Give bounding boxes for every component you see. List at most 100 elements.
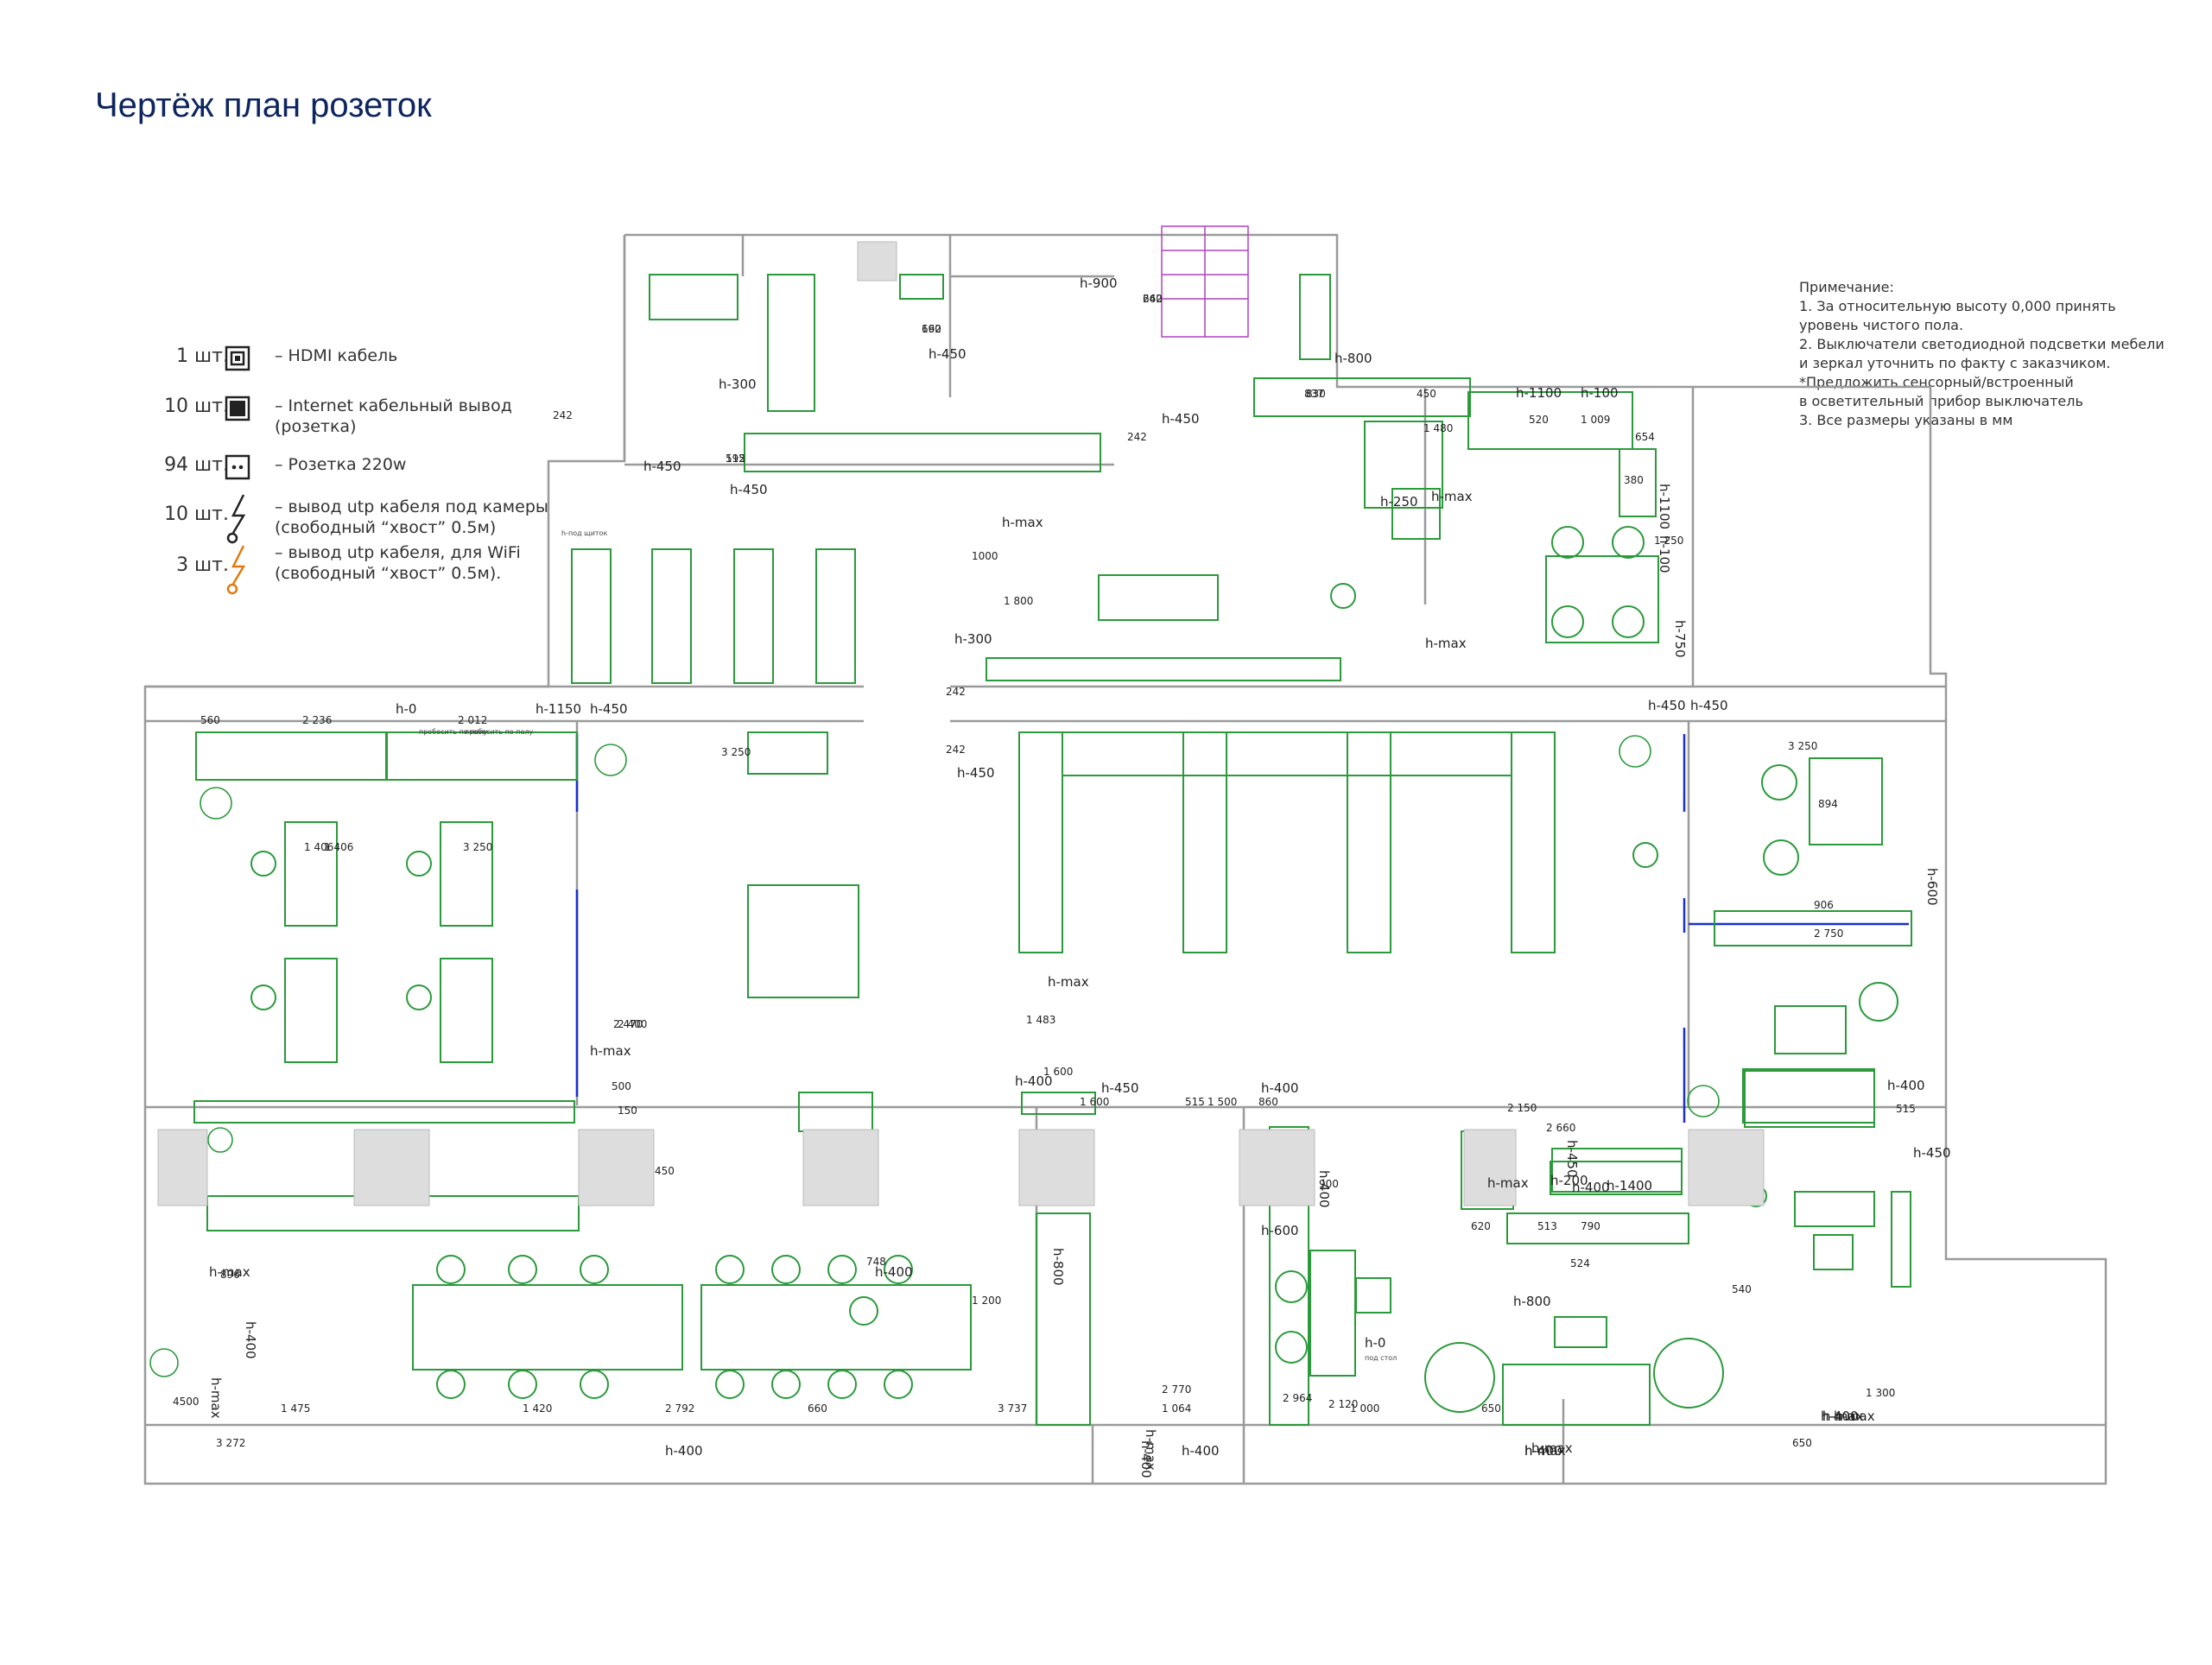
legend-desc: – Internet кабельный вывод (розетка) xyxy=(275,396,512,436)
height-mark: h-800 xyxy=(1513,1294,1551,1309)
height-mark: h-450 xyxy=(957,765,995,781)
dimension-value: 2 150 xyxy=(1507,1102,1537,1114)
dimension-value: 1 600 xyxy=(1080,1096,1109,1108)
dimension-value: 654 xyxy=(1635,431,1655,443)
dimension-value: 2 012 xyxy=(458,714,487,726)
height-mark: h-450 xyxy=(1913,1145,1951,1161)
dimension-value: 192 xyxy=(922,323,941,335)
dimension-value: 1 500 xyxy=(1207,1096,1237,1108)
dimension-value: 1 600 xyxy=(1043,1066,1073,1078)
height-mark-rotated: h-400 xyxy=(1316,1170,1332,1208)
plan-note: пробесить по полу xyxy=(419,728,487,736)
height-mark: h-max xyxy=(1425,636,1467,651)
dimension-value: 540 xyxy=(1732,1283,1752,1295)
height-mark: h-max xyxy=(590,1043,631,1059)
height-mark: h-400 xyxy=(1015,1073,1053,1089)
dimension-value: 2 964 xyxy=(1283,1392,1312,1404)
height-mark-rotated: h-400 xyxy=(243,1321,258,1359)
power-socket-icon xyxy=(225,454,250,480)
internet-socket-icon xyxy=(225,396,250,421)
notes-line: в осветительный прибор выключатель xyxy=(1799,393,2083,409)
dimension-value: 1000 xyxy=(972,550,998,562)
height-mark: h-450 xyxy=(643,459,681,474)
dimension-value: 660 xyxy=(1143,293,1163,305)
dimension-value: 1 483 xyxy=(1026,1014,1055,1026)
dimension-value: 4500 xyxy=(173,1396,200,1408)
dimension-value: 894 xyxy=(1818,798,1838,810)
height-mark: h-450 xyxy=(1690,698,1728,713)
height-mark: h-800 xyxy=(1334,351,1372,366)
dimension-value: 2 236 xyxy=(302,714,332,726)
notes-line: 1. За относительную высоту 0,000 принять xyxy=(1799,298,2116,314)
dimension-labels: h-900 h-800 h-1100 h-100 h-300 h-450 h-450 h-45… xyxy=(173,275,1951,1478)
notes-line: 2. Выключатели светодиодной подсветки ме… xyxy=(1799,336,2164,352)
height-mark: h-450 xyxy=(590,701,628,717)
height-mark: h-900 xyxy=(1080,275,1118,291)
height-mark: h-1150 xyxy=(536,701,581,717)
height-mark: h-max xyxy=(1048,974,1089,990)
plan-note: пробесить по полу xyxy=(465,728,533,736)
height-mark: h-450 xyxy=(1162,411,1200,427)
dimension-value: 1 000 xyxy=(1350,1402,1379,1415)
dimension-value: 242 xyxy=(1127,431,1147,443)
staircase xyxy=(1161,225,1249,338)
height-mark: h-max xyxy=(1524,1443,1566,1459)
walls xyxy=(143,233,2107,1485)
height-mark: h-400 xyxy=(665,1443,703,1459)
height-mark-rotated: h-600 xyxy=(1924,868,1940,906)
height-mark-rotated: h-450 xyxy=(1564,1140,1580,1178)
height-mark: h-200 xyxy=(1550,1173,1588,1188)
dimension-value: 520 xyxy=(1529,414,1549,426)
height-mark: h-max xyxy=(1431,489,1473,504)
dimension-value: 2 750 xyxy=(1814,927,1843,940)
height-mark: h-0 xyxy=(396,701,416,717)
dimension-value: 1 420 xyxy=(523,1402,552,1415)
dimension-value: 515 xyxy=(1896,1103,1916,1115)
dimension-value: 3 250 xyxy=(1788,740,1817,752)
dimension-value: 3 737 xyxy=(998,1402,1027,1415)
dimension-value: 3 250 xyxy=(463,841,492,853)
height-mark: h-0 xyxy=(1365,1335,1385,1351)
height-mark: h-250 xyxy=(1380,494,1418,510)
height-mark-rotated: h-1100 xyxy=(1657,484,1672,529)
height-mark: h-400 xyxy=(1887,1078,1925,1093)
legend-desc: – вывод utp кабеля под камеры (свободный… xyxy=(275,497,548,537)
dimension-value: 790 xyxy=(1581,1220,1600,1232)
hdmi-icon xyxy=(225,345,250,371)
height-mark: h-400 xyxy=(875,1264,913,1280)
height-mark: h-max xyxy=(1002,515,1043,530)
dimension-value: 524 xyxy=(1570,1257,1590,1269)
height-mark-rotated: h-max xyxy=(208,1377,224,1419)
notes-line: уровень чистого пола. xyxy=(1799,317,1964,333)
dimension-value: 500 xyxy=(612,1080,631,1092)
height-mark: h-max xyxy=(1487,1175,1529,1191)
height-mark: h-450 xyxy=(1101,1080,1139,1096)
camera-cable-icon xyxy=(226,494,246,544)
dimension-value: 650 xyxy=(1481,1402,1501,1415)
wifi-cable-icon xyxy=(226,545,246,595)
notes-line: и зеркал уточнить по факту с заказчиком. xyxy=(1799,355,2111,371)
dimension-value: 1 009 xyxy=(1581,414,1610,426)
height-mark-rotated: h-max xyxy=(1143,1429,1158,1471)
dimension-value: 2 470 xyxy=(613,1018,643,1030)
legend-count: 1 шт. xyxy=(176,345,229,367)
height-mark: h-300 xyxy=(719,377,757,392)
height-mark: h-400 xyxy=(1572,1180,1610,1195)
height-mark-rotated: h-800 xyxy=(1050,1248,1066,1286)
dimension-value: 620 xyxy=(1471,1220,1491,1232)
height-mark: h-100 xyxy=(1581,385,1619,401)
height-mark: h-400 xyxy=(1821,1409,1859,1424)
dimension-value: 2 660 xyxy=(1546,1122,1575,1134)
height-mark: h-600 xyxy=(1261,1223,1299,1238)
legend-count: 3 шт. xyxy=(176,554,229,576)
dimension-value: 2 120 xyxy=(1328,1398,1358,1410)
dimension-value: 242 xyxy=(1143,293,1163,305)
dimension-value: 1 300 xyxy=(1866,1387,1895,1399)
legend-desc: – вывод utp кабеля, для WiFi (свободный … xyxy=(275,543,521,583)
height-mark: h-400 xyxy=(1524,1443,1562,1459)
height-mark: h-1100 xyxy=(1516,385,1562,401)
dimension-value: 860 xyxy=(1258,1096,1278,1108)
dimension-value: 1 064 xyxy=(1162,1402,1191,1415)
height-mark-rotated: h-750 xyxy=(1672,620,1688,658)
